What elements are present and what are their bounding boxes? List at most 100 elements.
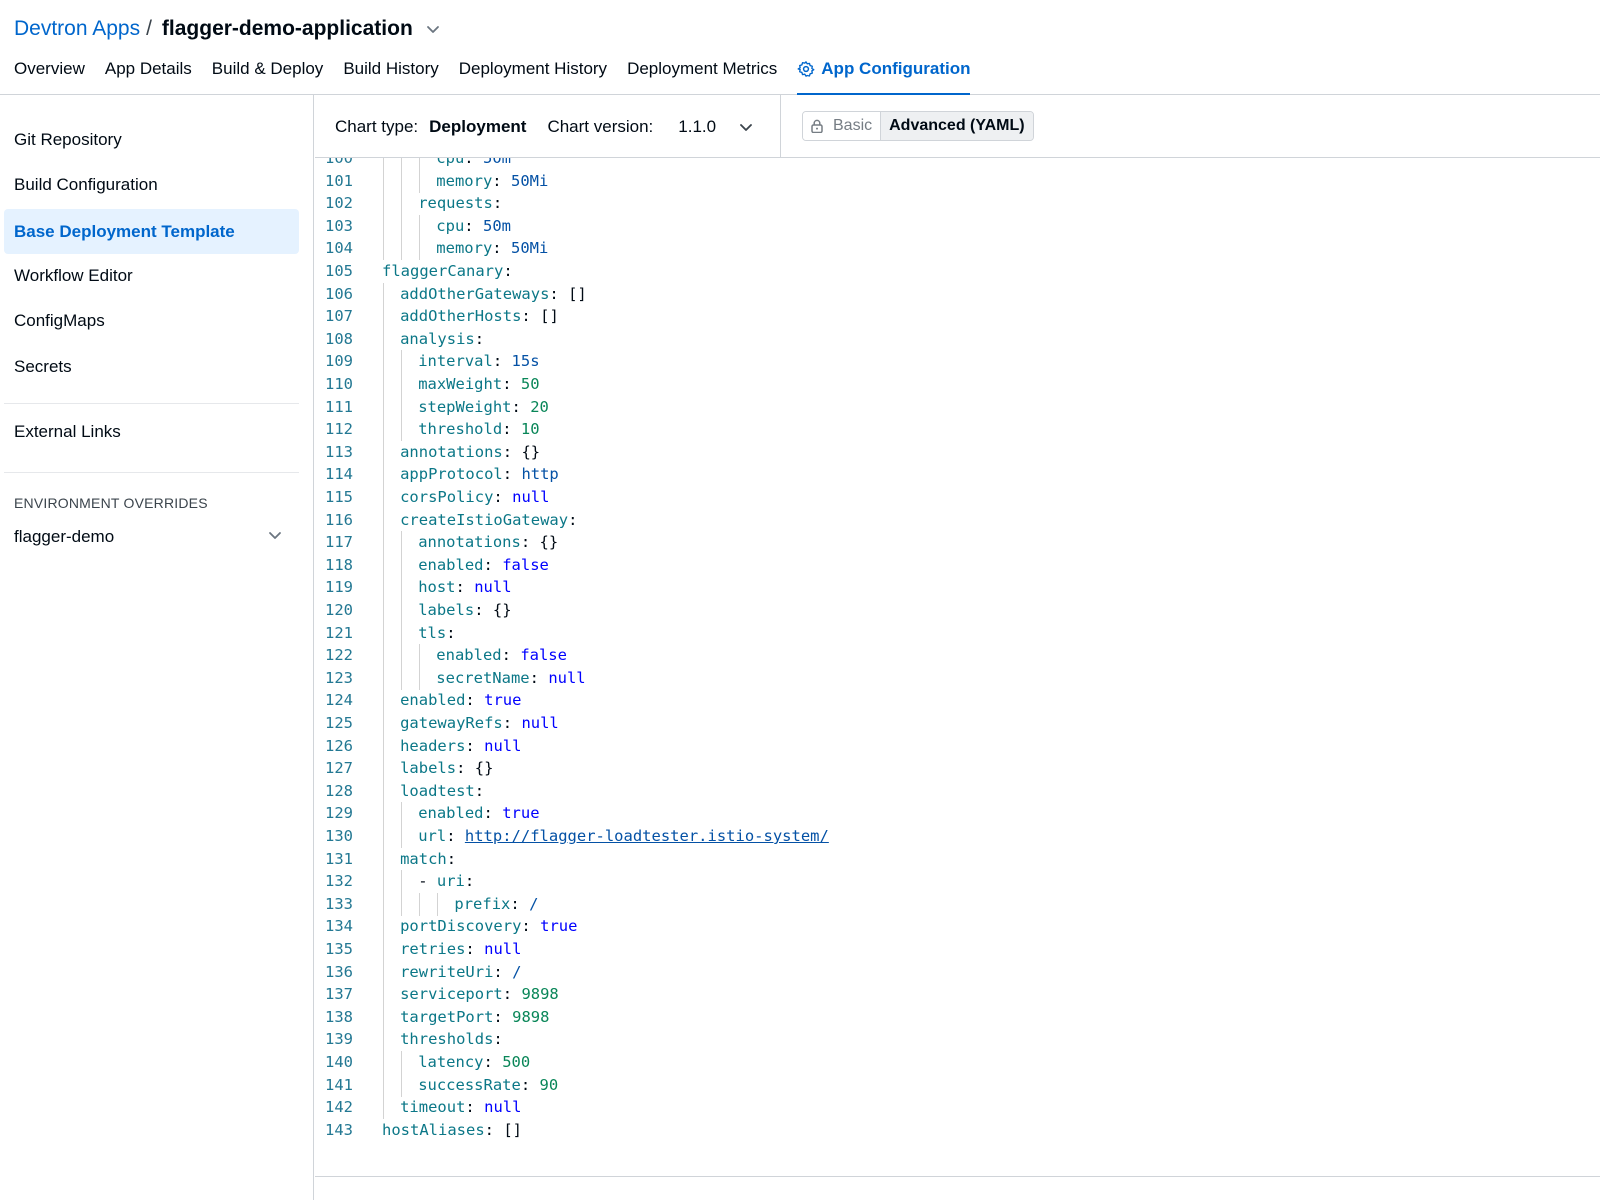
indent-guide — [401, 531, 403, 555]
yaml-value: null — [484, 736, 522, 755]
indent-guide — [419, 214, 421, 238]
yaml-key: enabled — [400, 691, 466, 710]
sidebar-item-base-deployment-template[interactable]: Base Deployment Template — [4, 209, 299, 254]
indent-guide — [383, 395, 384, 419]
tab-build-history[interactable]: Build History — [343, 59, 439, 78]
yaml-key: labels — [418, 601, 475, 619]
line-number: 135 — [325, 940, 353, 958]
tab-deployment-history[interactable]: Deployment History — [458, 59, 608, 78]
indent-guide — [383, 192, 384, 216]
tab-build-deploy[interactable]: Build & Deploy — [211, 59, 324, 78]
line-number: 100 — [325, 158, 353, 167]
sidebar-item-git-repository[interactable]: Git Repository — [14, 129, 122, 149]
tab-app-details[interactable]: App Details — [104, 59, 192, 78]
indent-guide — [383, 892, 384, 916]
line-number: 132 — [325, 872, 353, 891]
code-text: appProtocol: http — [400, 465, 559, 484]
indent-guide — [383, 373, 384, 396]
sidebar-item-configmaps[interactable]: ConfigMaps — [14, 310, 105, 330]
code-text: enabled: false — [418, 555, 549, 574]
tab-overview[interactable]: Overview — [14, 59, 85, 78]
basic-label: Basic — [833, 117, 873, 134]
line-number: 125 — [325, 714, 353, 732]
yaml-key: gatewayRefs — [400, 714, 503, 732]
sidebar-item-external-links[interactable]: External Links — [14, 421, 121, 441]
line-number: 108 — [325, 329, 353, 348]
tab-app-configuration-label: App Configuration — [821, 59, 971, 78]
line-number: 136 — [325, 962, 353, 981]
yaml-value: 50Mi — [510, 239, 549, 258]
yaml-key: hostAliases — [382, 1120, 485, 1139]
sidebar-env-flagger-demo[interactable]: flagger-demo — [4, 517, 299, 557]
chevron-down-icon[interactable] — [425, 20, 443, 38]
basic-toggle-button[interactable]: Basic — [803, 112, 881, 140]
app-header: Devtron Apps / flagger-demo-application … — [0, 0, 1600, 95]
indent-guide — [419, 666, 421, 690]
breadcrumb-devtron-apps[interactable]: Devtron Apps — [14, 17, 141, 40]
sidebar-item-build-configuration[interactable]: Build Configuration — [14, 174, 158, 194]
tab-deployment-metrics[interactable]: Deployment Metrics — [627, 59, 778, 78]
line-number: 106 — [325, 284, 353, 303]
code-line[interactable]: 132- uri: — [315, 870, 1600, 894]
breadcrumb-separator: / — [146, 17, 152, 40]
indent-guide — [383, 960, 384, 984]
code-text: portDiscovery: true — [400, 917, 578, 936]
indent-guide — [383, 599, 384, 622]
code-text: requests: — [418, 194, 503, 213]
yaml-value: 9898 — [512, 1007, 550, 1026]
chart-version-select[interactable]: 1.1.0 — [678, 116, 717, 136]
sidebar-item-workflow-editor[interactable]: Workflow Editor — [14, 265, 133, 285]
tab-app-configuration[interactable]: App Configuration — [787, 52, 980, 95]
advanced-yaml-toggle-button[interactable]: Advanced (YAML) — [880, 112, 1033, 140]
yaml-url-link[interactable]: http://flagger-loadtester.istio-system/ — [464, 827, 829, 845]
chevron-down-icon[interactable] — [738, 118, 756, 136]
sidebar-item-secrets[interactable]: Secrets — [14, 356, 72, 376]
indent-guide — [383, 1005, 384, 1029]
yaml-value: {} — [539, 533, 559, 552]
